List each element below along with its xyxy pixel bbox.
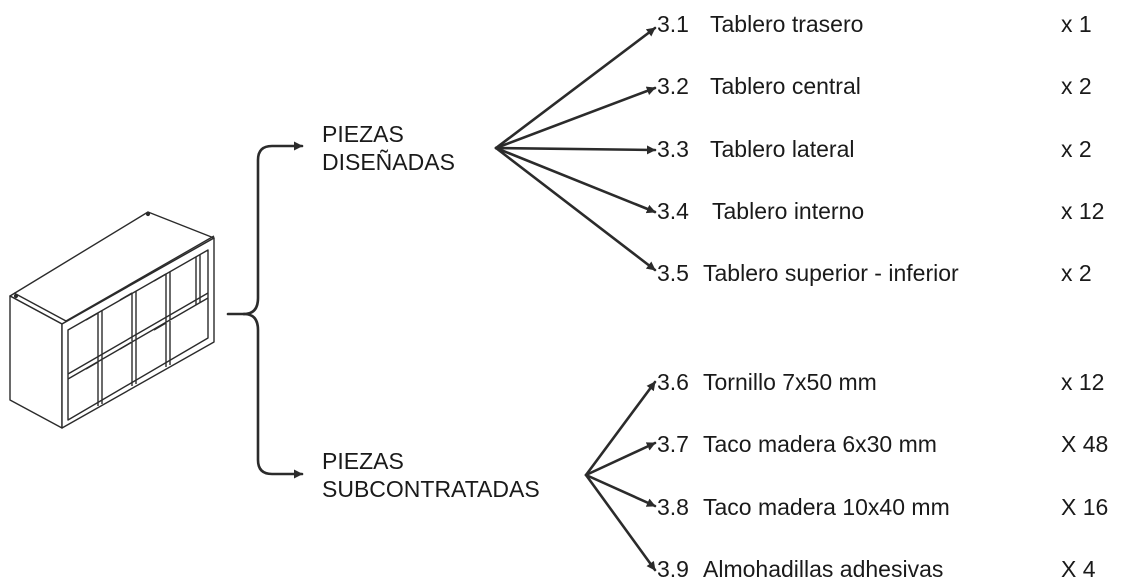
part-code: 3.1 (657, 11, 689, 37)
part-code: 3.9 (657, 556, 689, 582)
part-name: Taco madera 6x30 mm (703, 431, 937, 457)
shelf-unit-illustration (9, 211, 215, 429)
arrow-3-5 (494, 146, 657, 272)
group-brace (226, 141, 304, 479)
group-designed-line1: PIEZAS (322, 121, 404, 147)
arrow-3-8 (584, 473, 657, 508)
part-name: Almohadillas adhesivas (703, 556, 944, 582)
arrow-3-1 (494, 26, 657, 150)
part-code: 3.8 (657, 494, 689, 520)
part-qty: x 12 (1061, 369, 1105, 395)
part-qty: x 12 (1061, 198, 1105, 224)
part-code: 3.7 (657, 431, 689, 457)
group-outsourced-line1: PIEZAS (322, 448, 404, 474)
group-outsourced-line2: SUBCONTRATADAS (322, 476, 540, 502)
arrow-3-7 (584, 441, 657, 477)
part-name: Tablero trasero (710, 11, 864, 37)
arrow-3-2 (494, 86, 657, 150)
part-code: 3.6 (657, 369, 689, 395)
part-name: Tornillo 7x50 mm (703, 369, 877, 395)
arrow-3-9 (584, 473, 657, 572)
part-qty: x 1 (1061, 11, 1092, 37)
part-code: 3.2 (657, 73, 689, 99)
arrow-3-4 (494, 146, 657, 214)
part-name: Tablero superior - inferior (703, 260, 959, 286)
part-qty: X 48 (1061, 431, 1109, 457)
part-qty: x 2 (1061, 73, 1092, 99)
part-code: 3.3 (657, 136, 689, 162)
group-designed-label: PIEZAS DISEÑADAS (322, 120, 455, 176)
group-outsourced-label: PIEZAS SUBCONTRATADAS (322, 447, 540, 503)
arrow-3-3 (494, 145, 657, 155)
part-qty: x 2 (1061, 260, 1092, 286)
designed-arrows (494, 26, 657, 272)
part-qty: X 16 (1061, 494, 1109, 520)
part-code: 3.4 (657, 198, 689, 224)
part-code: 3.5 (657, 260, 689, 286)
part-name: Taco madera 10x40 mm (703, 494, 950, 520)
part-qty: x 2 (1061, 136, 1092, 162)
part-name: Tablero interno (712, 198, 865, 224)
outsourced-arrows (584, 380, 657, 572)
group-designed-line2: DISEÑADAS (322, 149, 455, 175)
part-name: Tablero lateral (710, 136, 855, 162)
part-name: Tablero central (710, 73, 861, 99)
arrow-3-6 (584, 380, 657, 477)
part-qty: X 4 (1061, 556, 1096, 582)
